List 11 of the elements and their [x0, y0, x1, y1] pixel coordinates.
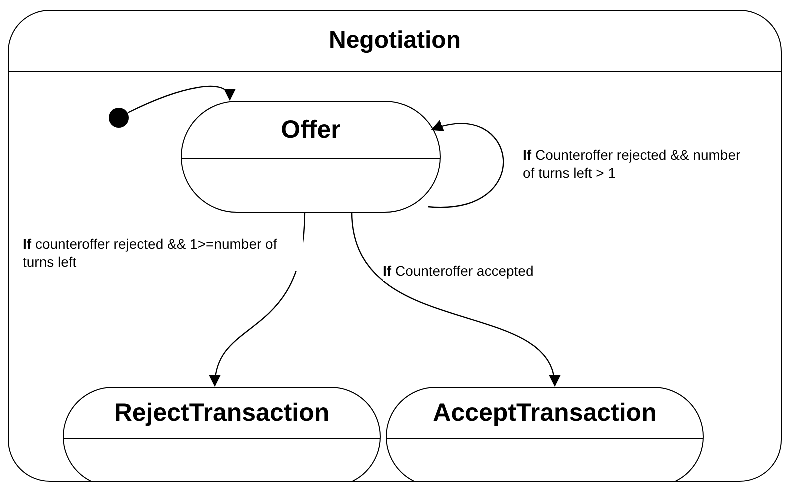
transition-arrow [350, 211, 558, 386]
initial-state-dot [109, 108, 129, 128]
transition-arrow [428, 120, 504, 208]
edge-label: If counteroffer rejected && 1>=number of turns left [23, 236, 303, 271]
edge-label: If Counteroffer accepted [383, 263, 534, 280]
state-name: Offer [281, 116, 341, 144]
state-name: RejectTransaction [114, 398, 330, 428]
state-name: Negotiation [329, 27, 461, 55]
state-name: AcceptTransaction [433, 398, 657, 428]
composite-state-box [8, 10, 782, 482]
transition-arrow [127, 86, 234, 114]
